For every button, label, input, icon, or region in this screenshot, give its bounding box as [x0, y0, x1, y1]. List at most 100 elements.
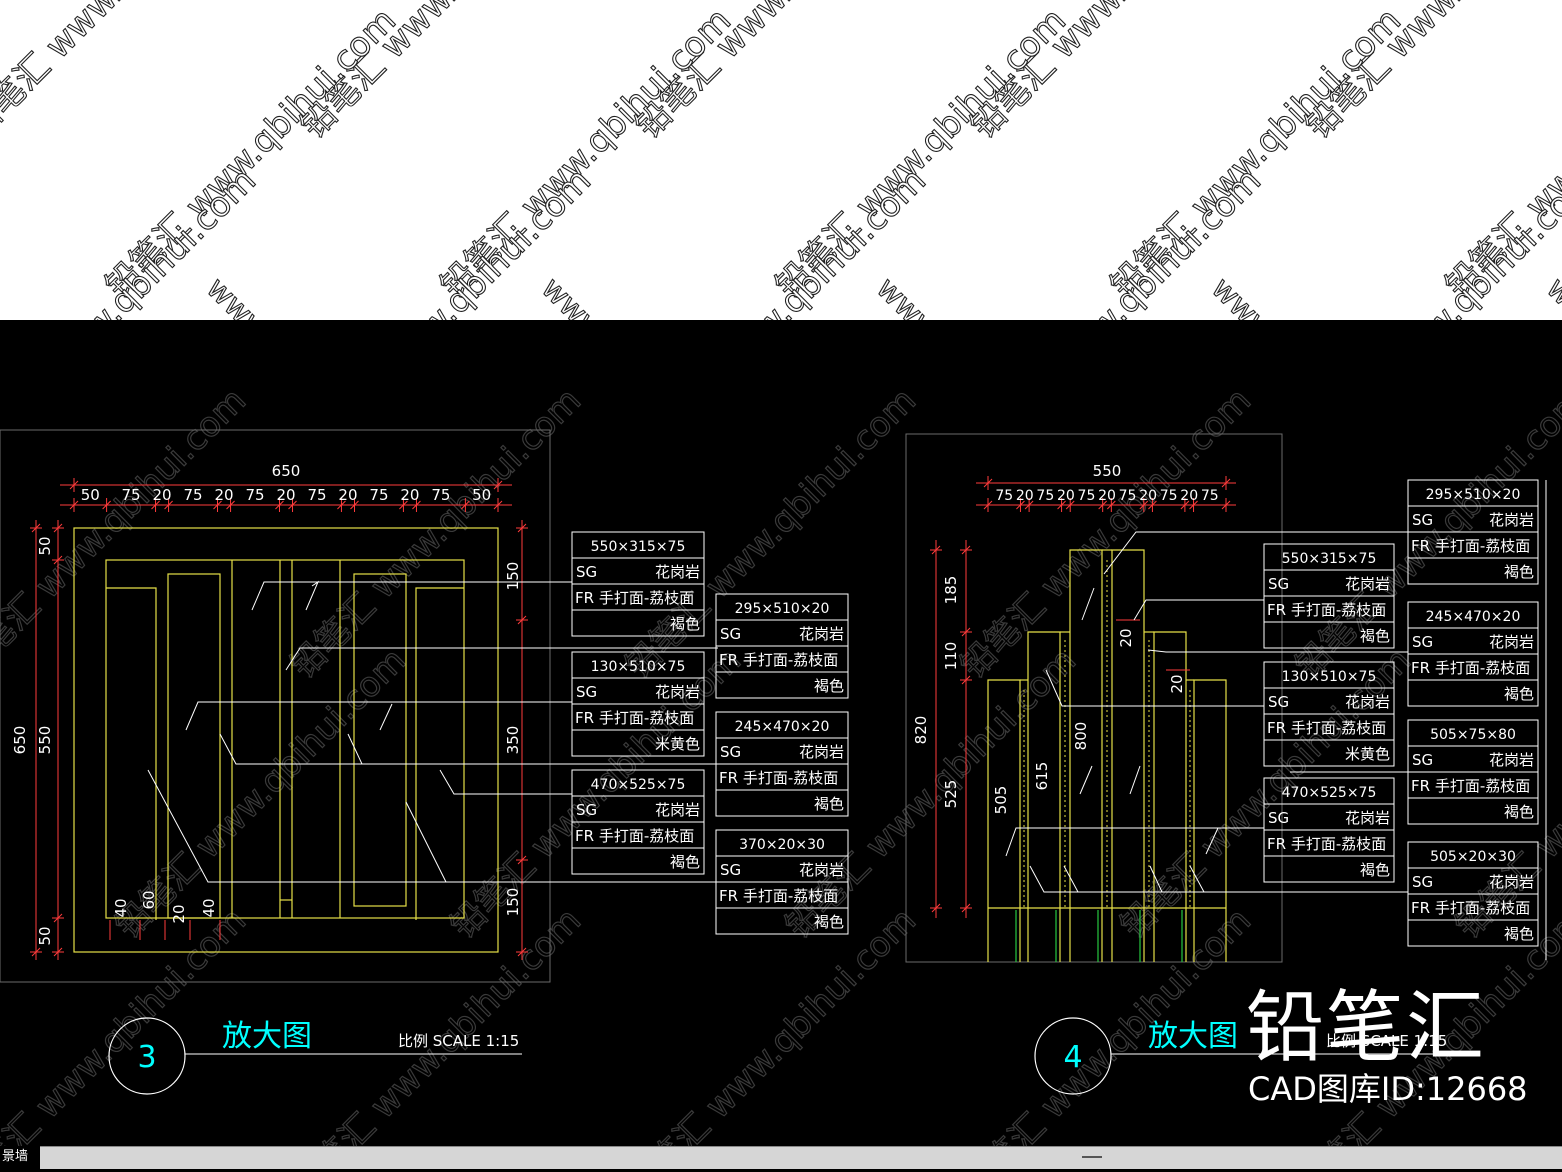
- drawing-4-top-dim: 75: [995, 488, 1013, 504]
- drawing-4-frame: [905, 433, 1283, 963]
- drawing-4-left-dim-1: 185: [942, 576, 960, 605]
- drawing-4-label-material: 花岗岩: [1345, 575, 1390, 593]
- drawing-4-slab-4[interactable]: [1111, 549, 1145, 962]
- drawing-3-label-size: 295×510×20: [735, 601, 830, 617]
- drawing-3-top-dim: 20: [153, 486, 172, 504]
- drawing-3-label-code: SG: [720, 861, 741, 879]
- watermark-text: 铅笔汇 www.qbihui.com: [1298, 161, 1562, 320]
- drawing-4-top-dim: 75: [1160, 488, 1178, 504]
- drawing-3-leader-3: [147, 769, 560, 883]
- drawing-3-title: 放大图: [222, 1019, 312, 1054]
- dim-slash: [337, 500, 346, 510]
- dim-slash: [961, 545, 971, 555]
- drawing-4-label-finish: FR 手打面-荔枝面: [1267, 719, 1386, 737]
- drawing-4-label-material: 花岗岩: [1489, 751, 1534, 769]
- watermark-text-dark: 铅笔汇 www.qbihui.com: [283, 901, 589, 1146]
- drawing-3-label-finish: FR 手打面-荔枝面: [719, 769, 838, 787]
- drawing-4-label-color: 褐色: [1504, 685, 1534, 703]
- drawing-3-label-code: SG: [720, 625, 741, 643]
- drawing-3-number-circle: [108, 1017, 186, 1095]
- drawing-4-left-ticks: [930, 545, 972, 913]
- drawing-3-label-color: 米黄色: [655, 735, 700, 753]
- drawing-3-right-dim-3: 150: [504, 888, 522, 917]
- drawing-4-label-size: 130×510×75: [1282, 669, 1377, 685]
- dim-slash: [69, 480, 79, 490]
- tab-bar-handle[interactable]: [1082, 1156, 1102, 1158]
- dim-slash: [102, 500, 111, 510]
- drawing-3-left-dim-3: 50: [36, 926, 54, 945]
- dim-slash: [1106, 500, 1116, 510]
- drawing-4-label-material: 花岗岩: [1489, 511, 1534, 529]
- drawing-3-top-dim: 50: [81, 486, 100, 504]
- dim-slash: [226, 500, 235, 510]
- dim-slash: [53, 555, 63, 565]
- drawing-3-inner-outline[interactable]: [105, 559, 465, 919]
- dim-slash: [1180, 500, 1190, 510]
- layout-tab[interactable]: 景墙: [2, 1149, 29, 1164]
- drawing-4-label-code: SG: [1268, 693, 1289, 711]
- drawing-3-top-dim: 75: [431, 486, 450, 504]
- drawing-4-leader-7d: [1149, 865, 1163, 893]
- drawing-3-label-color: 褐色: [814, 677, 844, 695]
- drawing-3-label-finish: FR 手打面-荔枝面: [719, 887, 838, 905]
- drawing-4-slab-6[interactable]: [1193, 679, 1227, 962]
- drawing-3-label-size: 470×525×75: [591, 777, 686, 793]
- dim-slash: [1057, 500, 1066, 510]
- drawing-4-left-dim-2: 110: [942, 642, 960, 671]
- brand-id: CAD图库ID:12668: [1248, 1070, 1528, 1108]
- watermark-text: 铅笔汇 www.qbihui.com: [0, 0, 264, 146]
- drawing-4-top-ticks: [983, 476, 1231, 512]
- dim-slash: [1148, 500, 1157, 510]
- drawing-3-slab-right[interactable]: [353, 573, 407, 907]
- watermark-text-dark: 铅笔汇 www.qbihui.com: [618, 381, 924, 687]
- drawing-3-label-size: 130×510×75: [591, 659, 686, 675]
- watermark-url: www.qbihui.com: [1539, 271, 1562, 320]
- drawing-4-leader-1: [1103, 531, 1408, 575]
- drawing-4-slab-2[interactable]: [1027, 631, 1061, 962]
- watermark-url: www.qbihui.com: [199, 271, 398, 320]
- dim-slash: [461, 500, 470, 510]
- drawing-3-number: 3: [137, 1040, 156, 1075]
- drawing-3-slab-left[interactable]: [167, 573, 221, 919]
- dim-slash: [53, 523, 63, 533]
- drawing-4-title: 放大图: [1148, 1019, 1238, 1054]
- drawing-3-top-dim: 50: [472, 486, 491, 504]
- drawing-3-left-ticks: [30, 523, 64, 957]
- drawing-4-total-width: 550: [1093, 462, 1122, 480]
- drawing-4-label-material: 花岗岩: [1345, 809, 1390, 827]
- drawing-3-leader-4b: [305, 580, 320, 611]
- dim-slash: [517, 523, 527, 533]
- drawing-3-bottom-dim-2: 60: [140, 890, 158, 909]
- drawing-4-label-material: 花岗岩: [1489, 873, 1534, 891]
- drawing-4-slab-1[interactable]: [987, 679, 1021, 962]
- drawing-4-label-code: SG: [1412, 633, 1433, 651]
- drawing-3-label-material: 花岗岩: [655, 683, 700, 701]
- drawing-3-bottom-dim-3: 20: [170, 904, 188, 923]
- drawing-3-leader-2: [185, 701, 572, 731]
- layout-tab-bar[interactable]: [40, 1146, 1562, 1169]
- drawing-3-right-dim-2: 350: [504, 726, 522, 755]
- drawing-3-leader-6: [439, 769, 572, 795]
- drawing-3-right-cap[interactable]: [415, 587, 464, 920]
- drawing-4-label-finish: FR 手打面-荔枝面: [1411, 537, 1530, 555]
- drawing-4-slab-3[interactable]: [1069, 549, 1103, 962]
- drawing-3-label-color: 褐色: [670, 615, 700, 633]
- drawing-4-slab-5[interactable]: [1153, 631, 1187, 962]
- drawing-3-left-cap[interactable]: [106, 587, 157, 920]
- drawing-4-top-dim: 20: [1016, 488, 1034, 504]
- cad-canvas[interactable]: .dim { stroke:#ff3b3b; stroke-width:1; f…: [0, 320, 1562, 1146]
- drawing-4-leader-7c: [1189, 865, 1205, 893]
- drawing-3-label-code: SG: [576, 683, 597, 701]
- drawing-4-label-material: 花岗岩: [1345, 693, 1390, 711]
- dim-slash: [275, 500, 284, 510]
- dim-slash: [983, 478, 993, 488]
- drawing-3-label-color: 褐色: [814, 913, 844, 931]
- drawing-3-outer-outline[interactable]: [73, 527, 499, 953]
- drawing-3-label-color: 褐色: [814, 795, 844, 813]
- drawing-4-label-size: 550×315×75: [1282, 551, 1377, 567]
- dim-slash: [350, 500, 359, 510]
- drawing-4-leader-2: [1133, 599, 1264, 621]
